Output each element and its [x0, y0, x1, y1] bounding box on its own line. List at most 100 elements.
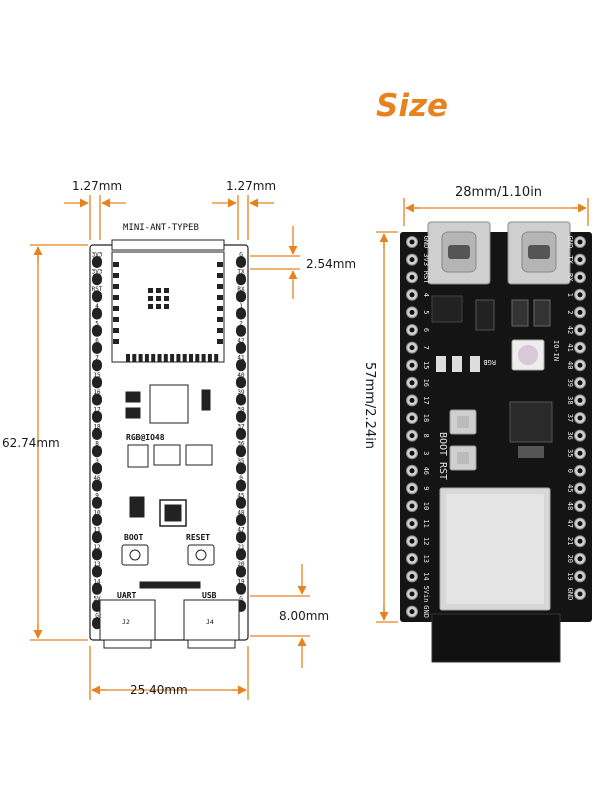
rb-right-pin-label: 21 — [566, 537, 574, 545]
rb-left-pin-label: 13 — [422, 555, 430, 563]
boot-label: BOOT — [437, 432, 448, 456]
lb-right-pin-label: G — [239, 596, 243, 603]
connector-j2-label: J2 — [122, 618, 130, 626]
lb-left-pin-label: 3V3 — [92, 269, 103, 276]
lb-left-pin-pad — [92, 496, 102, 509]
lb-left-pin-label: 9 — [95, 492, 99, 499]
rb-right-pin-label: 48 — [566, 502, 574, 510]
lb-left-pin-label: 11 — [93, 527, 101, 534]
rb-left-pin-label: 4 — [422, 293, 430, 297]
lb-left-pin-pad — [92, 393, 102, 406]
lb-right-pin-label: 47 — [237, 527, 245, 534]
lb-right-pin-label: 38 — [237, 406, 245, 413]
lb-right-pin-pad — [236, 582, 246, 595]
lb-right-pin-label: 48 — [237, 510, 245, 517]
rb-left-pin-label: 18 — [422, 414, 430, 422]
usb-port-label: USB — [202, 591, 217, 600]
lb-right-pin-pad — [236, 410, 246, 423]
lb-right-pin-label: 20 — [237, 561, 245, 568]
lb-left-pin-pad — [92, 462, 102, 475]
lb-right-pin-pad — [236, 359, 246, 372]
lb-left-pin-pad — [92, 273, 102, 286]
rb-left-pin-label: 3 — [422, 451, 430, 455]
rb-right-pin-label: 20 — [566, 555, 574, 563]
lb-left-pin-label: 5 — [95, 320, 99, 327]
lb-left-pin-pad — [92, 582, 102, 595]
lb-right-pin-label: 36 — [237, 441, 245, 448]
rb-left-pin-label: 11 — [422, 519, 430, 527]
dim-board-width-in: 28mm/1.10in — [455, 185, 542, 200]
dim-board-length: 62.74mm — [2, 436, 60, 450]
lb-left-pin-pad — [92, 565, 102, 578]
lb-right-pin-label: 39 — [237, 389, 245, 396]
lb-right-pin-pad — [236, 256, 246, 268]
lb-left-pin-pad — [92, 256, 102, 268]
lb-left-pin-label: 5V — [93, 596, 101, 603]
rb-right-pin-label: TX — [566, 255, 574, 264]
rb-right-pin-label: 45 — [566, 484, 574, 492]
dim-pin-pitch: 2.54mm — [306, 257, 356, 271]
rb-right-pin-label: 37 — [566, 414, 574, 422]
rb-left-pin-label: 46 — [422, 467, 430, 475]
lb-left-pin-label: 13 — [93, 561, 101, 568]
rb-left-pin-label: 8 — [422, 433, 430, 437]
lb-right-pin-pad — [236, 273, 246, 286]
rb-left-pin-label: 17 — [422, 396, 430, 404]
lb-left-pin-pad — [92, 324, 102, 337]
lb-left-pin-pad — [92, 342, 102, 354]
lb-left-pin-label: 8 — [95, 441, 99, 448]
connector-j4-label: J4 — [206, 618, 214, 626]
rb-right-pin-label: 39 — [566, 379, 574, 387]
lb-right-pin-pad — [236, 324, 246, 337]
rb-left-pin-label: 9 — [422, 486, 430, 490]
lb-left-pin-pad — [92, 307, 102, 320]
rb-right-pin-label: GND — [566, 588, 574, 601]
lb-right-pin-pad — [236, 290, 246, 303]
rgb-chip-label: RGB@IO48 — [126, 433, 165, 442]
rb-right-pin-label: 35 — [566, 449, 574, 457]
lb-left-pin-label: 46 — [93, 475, 101, 482]
io-label: IO-IN — [552, 340, 560, 361]
lb-left-pin-pad — [92, 359, 102, 372]
lb-left-pin-label: 3 — [95, 458, 99, 465]
lb-right-pin-pad — [236, 393, 246, 406]
dim-board-width: 25.40mm — [130, 683, 188, 697]
usb-c-connector-2 — [507, 221, 571, 285]
lb-right-pin-label: G — [239, 252, 243, 259]
rb-left-pin-label: GND — [422, 236, 430, 249]
rb-right-pin-label: 19 — [566, 572, 574, 580]
lb-right-pin-label: 37 — [237, 424, 245, 431]
right-board-right-header — [574, 236, 586, 600]
rb-right-pin-label: 36 — [566, 431, 574, 439]
rb-left-pin-label: 5 — [422, 310, 430, 314]
reset-button-label: RESET — [186, 533, 210, 542]
lb-right-pin-pad — [236, 307, 246, 320]
lb-right-pin-label: 21 — [237, 544, 245, 551]
right-board — [400, 221, 592, 663]
lb-left-pin-label: 6 — [95, 338, 99, 345]
lb-right-pin-pad — [236, 531, 246, 544]
lb-left-pin-pad — [92, 531, 102, 544]
rb-right-pin-label: 40 — [566, 361, 574, 369]
rb-right-pin-label: 0 — [566, 469, 574, 473]
dim-right-margin: 1.27mm — [226, 179, 276, 193]
lb-right-pin-label: 40 — [237, 372, 245, 379]
lb-left-pin-label: 14 — [93, 578, 101, 585]
lb-left-pin-pad — [92, 479, 102, 492]
rgb-label: RGB — [483, 358, 496, 366]
lb-right-pin-pad — [236, 565, 246, 578]
lb-left-pin-label: G — [95, 613, 99, 620]
lb-left-pin-label: RST — [92, 286, 103, 293]
rb-left-pin-label: RST — [422, 271, 430, 284]
lb-right-pin-pad — [236, 428, 246, 440]
page-title: Size — [376, 88, 449, 124]
rb-right-pin-label: RX — [566, 273, 574, 282]
rb-left-pin-label: 7 — [422, 345, 430, 349]
uart-port-label: UART — [117, 591, 136, 600]
boot-button-label: BOOT — [124, 533, 143, 542]
lb-left-pin-pad — [92, 445, 102, 458]
right-board-left-labels: GND3V3RST4567151617188346910111213145Vin… — [422, 236, 430, 618]
left-board-outline: MINI-ANT-TYPEB — [89, 223, 249, 641]
